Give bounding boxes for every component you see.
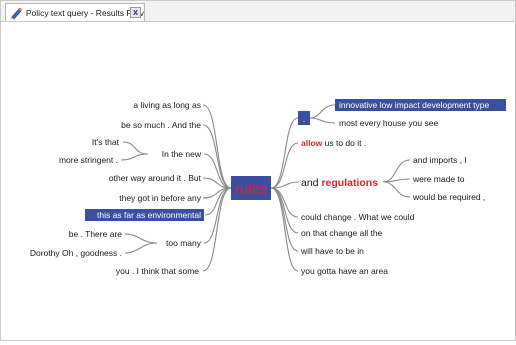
left-node-2[interactable]: be so much . And the [121, 120, 201, 130]
left-node-group1-a[interactable]: It's that [92, 137, 120, 147]
tab-policy-text-query[interactable]: Policy text query - Results Prev x [5, 3, 145, 21]
branch-g1-a [122, 141, 149, 155]
reg-node-b[interactable]: were made to [412, 174, 465, 184]
branch-reg-b [382, 178, 411, 183]
branch-left-2 [202, 124, 232, 189]
right-node-regulations[interactable]: and regulations [301, 177, 378, 189]
tab-strip: Policy text query - Results Prev x [1, 1, 515, 22]
branch-right-6 [270, 187, 299, 252]
regulations-keyword: regulations [321, 177, 378, 189]
branch-right-4 [270, 187, 299, 218]
right-node-6[interactable]: will have to be in [300, 246, 364, 256]
right-node-allow[interactable]: allow us to do it . [301, 138, 366, 148]
left-node-group2-b[interactable]: Dorothy Oh , goodness . [30, 248, 122, 258]
branch-reg-c [382, 181, 411, 198]
branch-left-1 [202, 104, 232, 189]
right-dot-node-bg [298, 111, 310, 125]
branch-left-7 [203, 187, 232, 244]
and-word: and [301, 177, 321, 189]
right-node-highlight[interactable]: innovative low impact development type [339, 100, 490, 110]
right-node-5[interactable]: on that change all the [301, 228, 383, 238]
reg-node-c[interactable]: would be required , [412, 192, 485, 202]
left-node-6[interactable]: you . I think that some [116, 266, 199, 276]
left-node-1[interactable]: a living as long as [133, 100, 201, 110]
reg-node-a[interactable]: and imports , I [413, 155, 467, 165]
tab-label: Policy text query - Results Prev [25, 7, 144, 18]
branch-right-3 [270, 181, 300, 189]
right-node-7[interactable]: you gotta have an area [301, 266, 388, 276]
branch-right-1 [270, 117, 299, 189]
right-dot-node[interactable]: . [303, 114, 306, 124]
branch-right-7 [270, 187, 299, 272]
allow-rest: us to do it . [322, 138, 366, 148]
right-node-4[interactable]: could change . What we could [301, 212, 415, 222]
central-node-label[interactable]: rules [235, 181, 268, 198]
right-node-2[interactable]: most every house you see [339, 118, 438, 128]
branch-dot-2 [309, 117, 336, 124]
branch-g2-b [124, 242, 158, 254]
branch-dot-1 [309, 104, 336, 119]
branch-g1-b [120, 153, 149, 161]
left-node-group2-a[interactable]: be . There are [69, 229, 123, 239]
left-highlight-bg [85, 209, 204, 221]
branch-left-8 [202, 187, 232, 272]
branch-g2-a [124, 233, 158, 244]
left-node-4[interactable]: they got in before any [119, 193, 202, 203]
left-node-group1-b[interactable]: more stringent . [59, 155, 118, 165]
branch-reg-a [382, 159, 411, 183]
left-node-3[interactable]: other way around it . But [109, 173, 202, 183]
branch-left-3 [203, 153, 232, 189]
left-node-group2-head[interactable]: too many [166, 238, 202, 248]
left-node-highlight[interactable]: this as far as environmental [97, 210, 201, 220]
word-tree-canvas: rules a living as long as be so much . A… [1, 22, 515, 340]
branch-right-2 [270, 142, 299, 189]
allow-keyword: allow [301, 138, 323, 148]
query-icon [9, 7, 22, 20]
word-tree: rules a living as long as be so much . A… [30, 99, 506, 276]
central-node-bg [231, 176, 271, 200]
close-icon[interactable]: x [130, 7, 141, 18]
right-highlight-bg [335, 99, 506, 111]
left-node-group1-head[interactable]: In the new [162, 149, 202, 159]
